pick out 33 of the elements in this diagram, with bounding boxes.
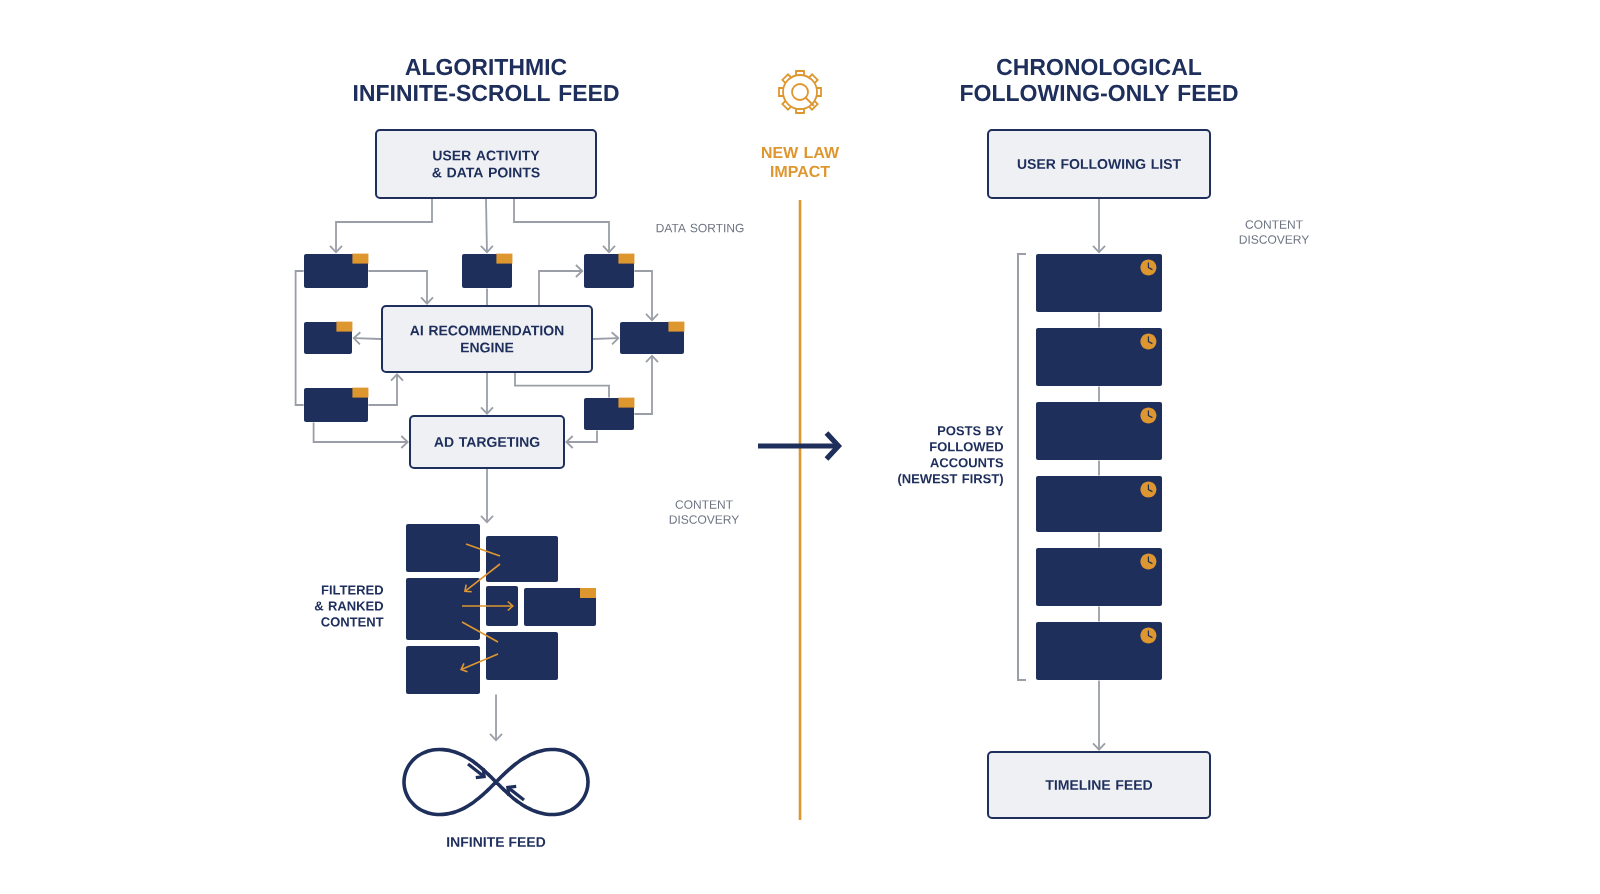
arrow xyxy=(367,373,404,406)
content-card xyxy=(462,253,513,288)
content-card xyxy=(584,397,635,430)
post-card xyxy=(1036,402,1162,460)
content-card xyxy=(304,321,353,354)
content-card xyxy=(584,253,635,288)
post-card xyxy=(1036,548,1162,606)
content-card xyxy=(304,253,369,288)
post-card xyxy=(1036,254,1162,312)
arrow xyxy=(633,354,659,415)
post-card xyxy=(1036,328,1162,386)
arrow xyxy=(480,372,494,415)
content-card xyxy=(620,321,685,354)
heading: CHRONOLOGICAL FOLLOWING-ONLY FEED xyxy=(961,58,1238,102)
arrow xyxy=(479,198,494,254)
heading: ALGORITHMIC INFINITE-SCROLL FEED xyxy=(354,58,619,102)
arrow xyxy=(513,198,616,254)
post-card xyxy=(1036,476,1162,532)
arrow xyxy=(1092,198,1106,254)
arrow xyxy=(1092,679,1106,751)
arrow xyxy=(538,264,584,306)
content-card xyxy=(304,387,369,422)
arrow xyxy=(565,429,598,449)
arrow xyxy=(352,331,382,346)
heading: NEW LAW IMPACT xyxy=(761,146,840,178)
arrow xyxy=(480,468,494,524)
arrow xyxy=(312,421,409,449)
arrow xyxy=(329,198,433,254)
post-card xyxy=(1036,622,1162,680)
arrow xyxy=(367,270,434,305)
arrow xyxy=(633,270,659,322)
arrow xyxy=(489,693,503,742)
arrow xyxy=(592,331,620,346)
